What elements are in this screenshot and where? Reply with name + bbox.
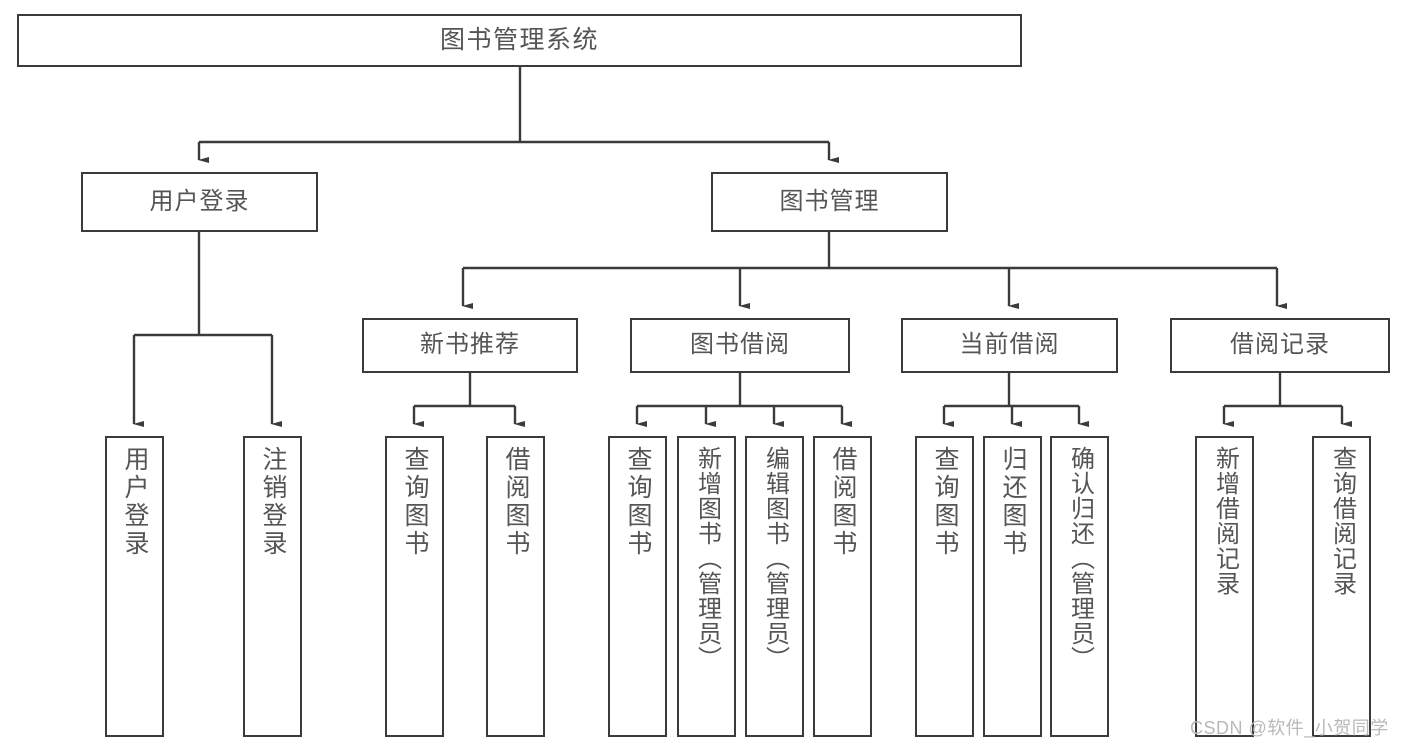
node-label: 新增借阅记录	[1211, 446, 1239, 596]
node-root-system[interactable]: 图书管理系统	[17, 14, 1022, 67]
leaf-borrow-query-book[interactable]: 查询图书	[608, 436, 667, 737]
node-label: 查询图书	[624, 446, 652, 558]
node-label: 借阅图书	[829, 446, 857, 558]
node-current-borrow[interactable]: 当前借阅	[901, 318, 1118, 373]
leaf-borrow-add-book-admin[interactable]: 新增图书（管理员）	[677, 436, 736, 737]
node-label: 用户登录	[149, 187, 250, 215]
node-label: 图书管理	[779, 187, 880, 215]
leaf-user-login-signin[interactable]: 用户登录	[105, 436, 164, 737]
node-label: 注销登录	[259, 446, 287, 558]
node-label: 借阅记录	[1230, 331, 1330, 359]
leaf-record-query-record[interactable]: 查询借阅记录	[1312, 436, 1371, 737]
node-user-login[interactable]: 用户登录	[81, 172, 318, 232]
node-label: 借阅图书	[502, 446, 530, 558]
node-label: 查询图书	[931, 446, 959, 558]
leaf-current-query-book[interactable]: 查询图书	[915, 436, 974, 737]
node-label: 查询图书	[401, 446, 429, 558]
node-book-management[interactable]: 图书管理	[711, 172, 948, 232]
leaf-current-return-book[interactable]: 归还图书	[983, 436, 1042, 737]
node-new-book-recommend[interactable]: 新书推荐	[362, 318, 578, 373]
node-label: 新书推荐	[420, 331, 520, 359]
node-label: 归还图书	[999, 446, 1027, 558]
node-borrow-record[interactable]: 借阅记录	[1170, 318, 1390, 373]
node-book-borrow[interactable]: 图书借阅	[630, 318, 850, 373]
leaf-borrow-edit-book-admin[interactable]: 编辑图书（管理员）	[745, 436, 804, 737]
leaf-borrow-borrow-book[interactable]: 借阅图书	[813, 436, 872, 737]
leaf-record-add-record[interactable]: 新增借阅记录	[1195, 436, 1254, 737]
leaf-user-login-logout[interactable]: 注销登录	[243, 436, 302, 737]
node-label: 用户登录	[121, 446, 149, 558]
node-label: 查询借阅记录	[1328, 446, 1356, 596]
node-label: 当前借阅	[959, 331, 1060, 359]
node-label: 编辑图书（管理员）	[761, 446, 789, 671]
leaf-current-confirm-return-admin[interactable]: 确认归还（管理员）	[1050, 436, 1109, 737]
leaf-recommend-query-book[interactable]: 查询图书	[385, 436, 444, 737]
watermark-text: CSDN @软件_小贺同学	[1190, 718, 1389, 738]
node-label: 确认归还（管理员）	[1066, 446, 1094, 671]
node-label: 图书借阅	[690, 331, 790, 359]
node-label: 新增图书（管理员）	[693, 446, 721, 671]
node-label: 图书管理系统	[439, 25, 599, 54]
leaf-recommend-borrow-book[interactable]: 借阅图书	[486, 436, 545, 737]
